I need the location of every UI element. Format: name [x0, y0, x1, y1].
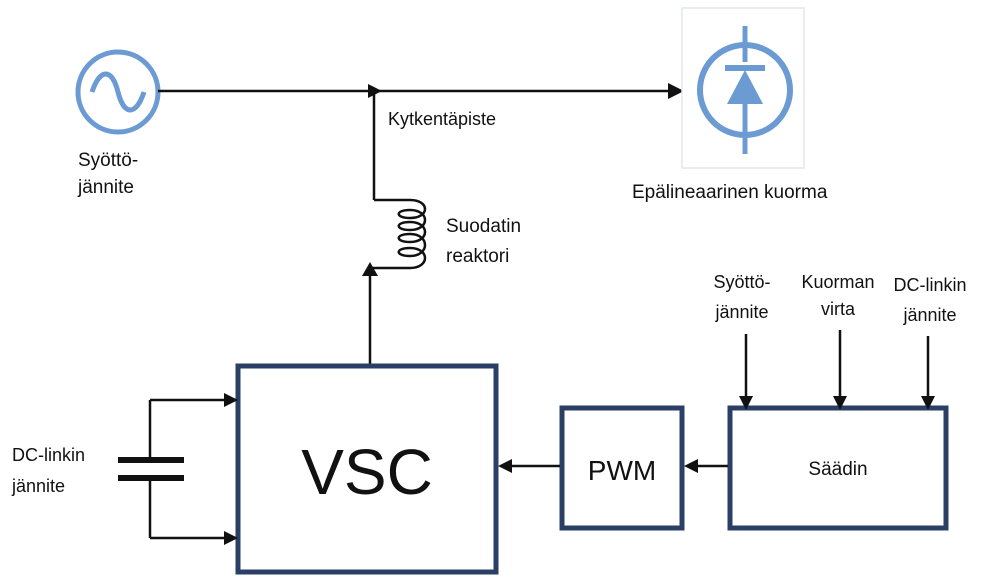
controller-inputs	[739, 330, 935, 410]
ctrl-input-dc-link-line2: jännite	[902, 305, 956, 325]
filter-reactor-label-line1: Suodatin	[446, 216, 521, 237]
controller-label: Säädin	[808, 459, 867, 480]
signal-arrows	[498, 459, 728, 473]
ctrl-input-supply-line1: Syöttö-	[713, 272, 770, 292]
pwm-label: PWM	[588, 455, 656, 486]
diode-icon	[681, 7, 805, 169]
ac-source-icon	[75, 49, 161, 135]
coupling-point-label: Kytkentäpiste	[388, 109, 496, 129]
filter-reactor-label-line2: reaktori	[446, 246, 509, 267]
vsc-label: VSC	[301, 436, 433, 508]
main-feeder-line	[158, 83, 684, 99]
ctrl-input-supply-line2: jännite	[714, 302, 768, 322]
controller-block	[727, 405, 949, 531]
dc-link-voltage-label-line2: jännite	[11, 476, 65, 496]
vsc-block	[235, 363, 499, 575]
pwm-block	[559, 405, 685, 531]
inductor-icon	[362, 198, 427, 366]
supply-voltage-label-line1: Syöttö-	[78, 150, 138, 171]
ctrl-input-load-current-line2: virta	[821, 299, 856, 319]
ctrl-input-load-current-line1: Kuorman	[801, 272, 874, 292]
supply-voltage-label-line2: jännite	[77, 177, 134, 198]
nonlinear-load-label: Epälineaarinen kuorma	[632, 182, 828, 203]
filter-branch-line	[372, 91, 410, 202]
ctrl-input-dc-link-line1: DC-linkin	[893, 275, 966, 295]
dc-link-voltage-label-line1: DC-linkin	[12, 445, 85, 465]
capacitor-icon	[118, 393, 238, 545]
